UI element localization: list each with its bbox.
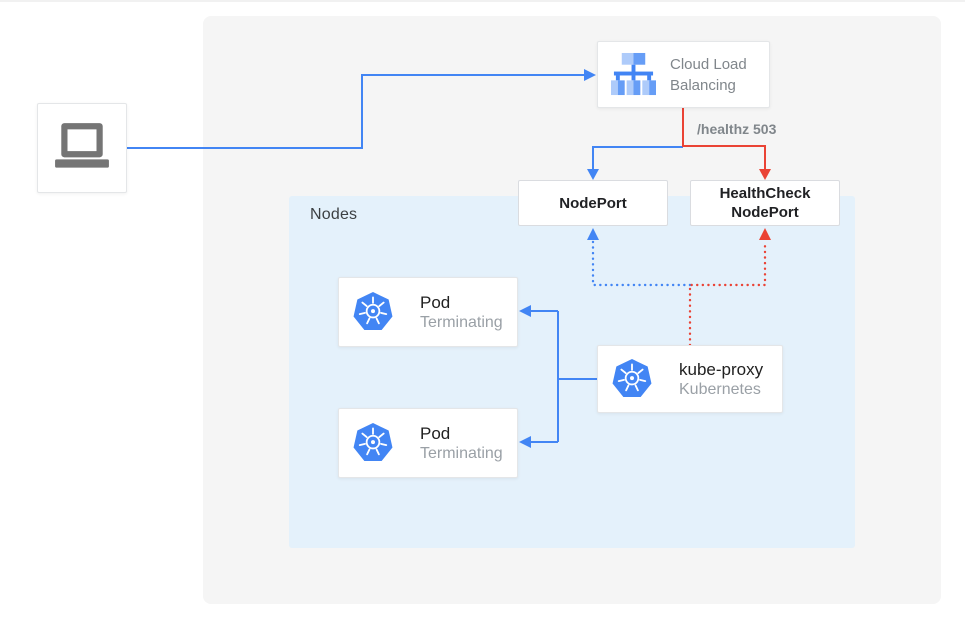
pod-title: Pod [420,423,451,443]
client-node [37,103,127,193]
nodes-group-label: Nodes [310,206,358,223]
nodeport-node: NodePort [518,180,668,226]
kubernetes-icon [612,359,652,399]
load-balancer-icon [611,52,656,96]
laptop-icon [55,123,109,168]
kubernetes-icon [353,292,393,332]
pod-status: Terminating [420,444,503,462]
pod-node: Pod Terminating [338,408,518,478]
healthz-status-label: /healthz 503 [697,121,777,137]
kube-proxy-node: kube-proxy Kubernetes [597,345,783,413]
top-divider [0,0,965,2]
pod-node: Pod Terminating [338,277,518,347]
healthcheck-nodeport-node: HealthCheck NodePort [690,180,840,226]
cloud-load-balancing-node: Cloud Load Balancing [597,41,770,108]
kube-proxy-title: kube-proxy [679,359,764,379]
cloud-load-balancing-label: Cloud Load Balancing [670,55,747,94]
pod-status: Terminating [420,313,503,331]
pod-title: Pod [420,292,451,312]
kubernetes-icon [353,423,393,463]
kube-proxy-subtitle: Kubernetes [679,380,761,398]
